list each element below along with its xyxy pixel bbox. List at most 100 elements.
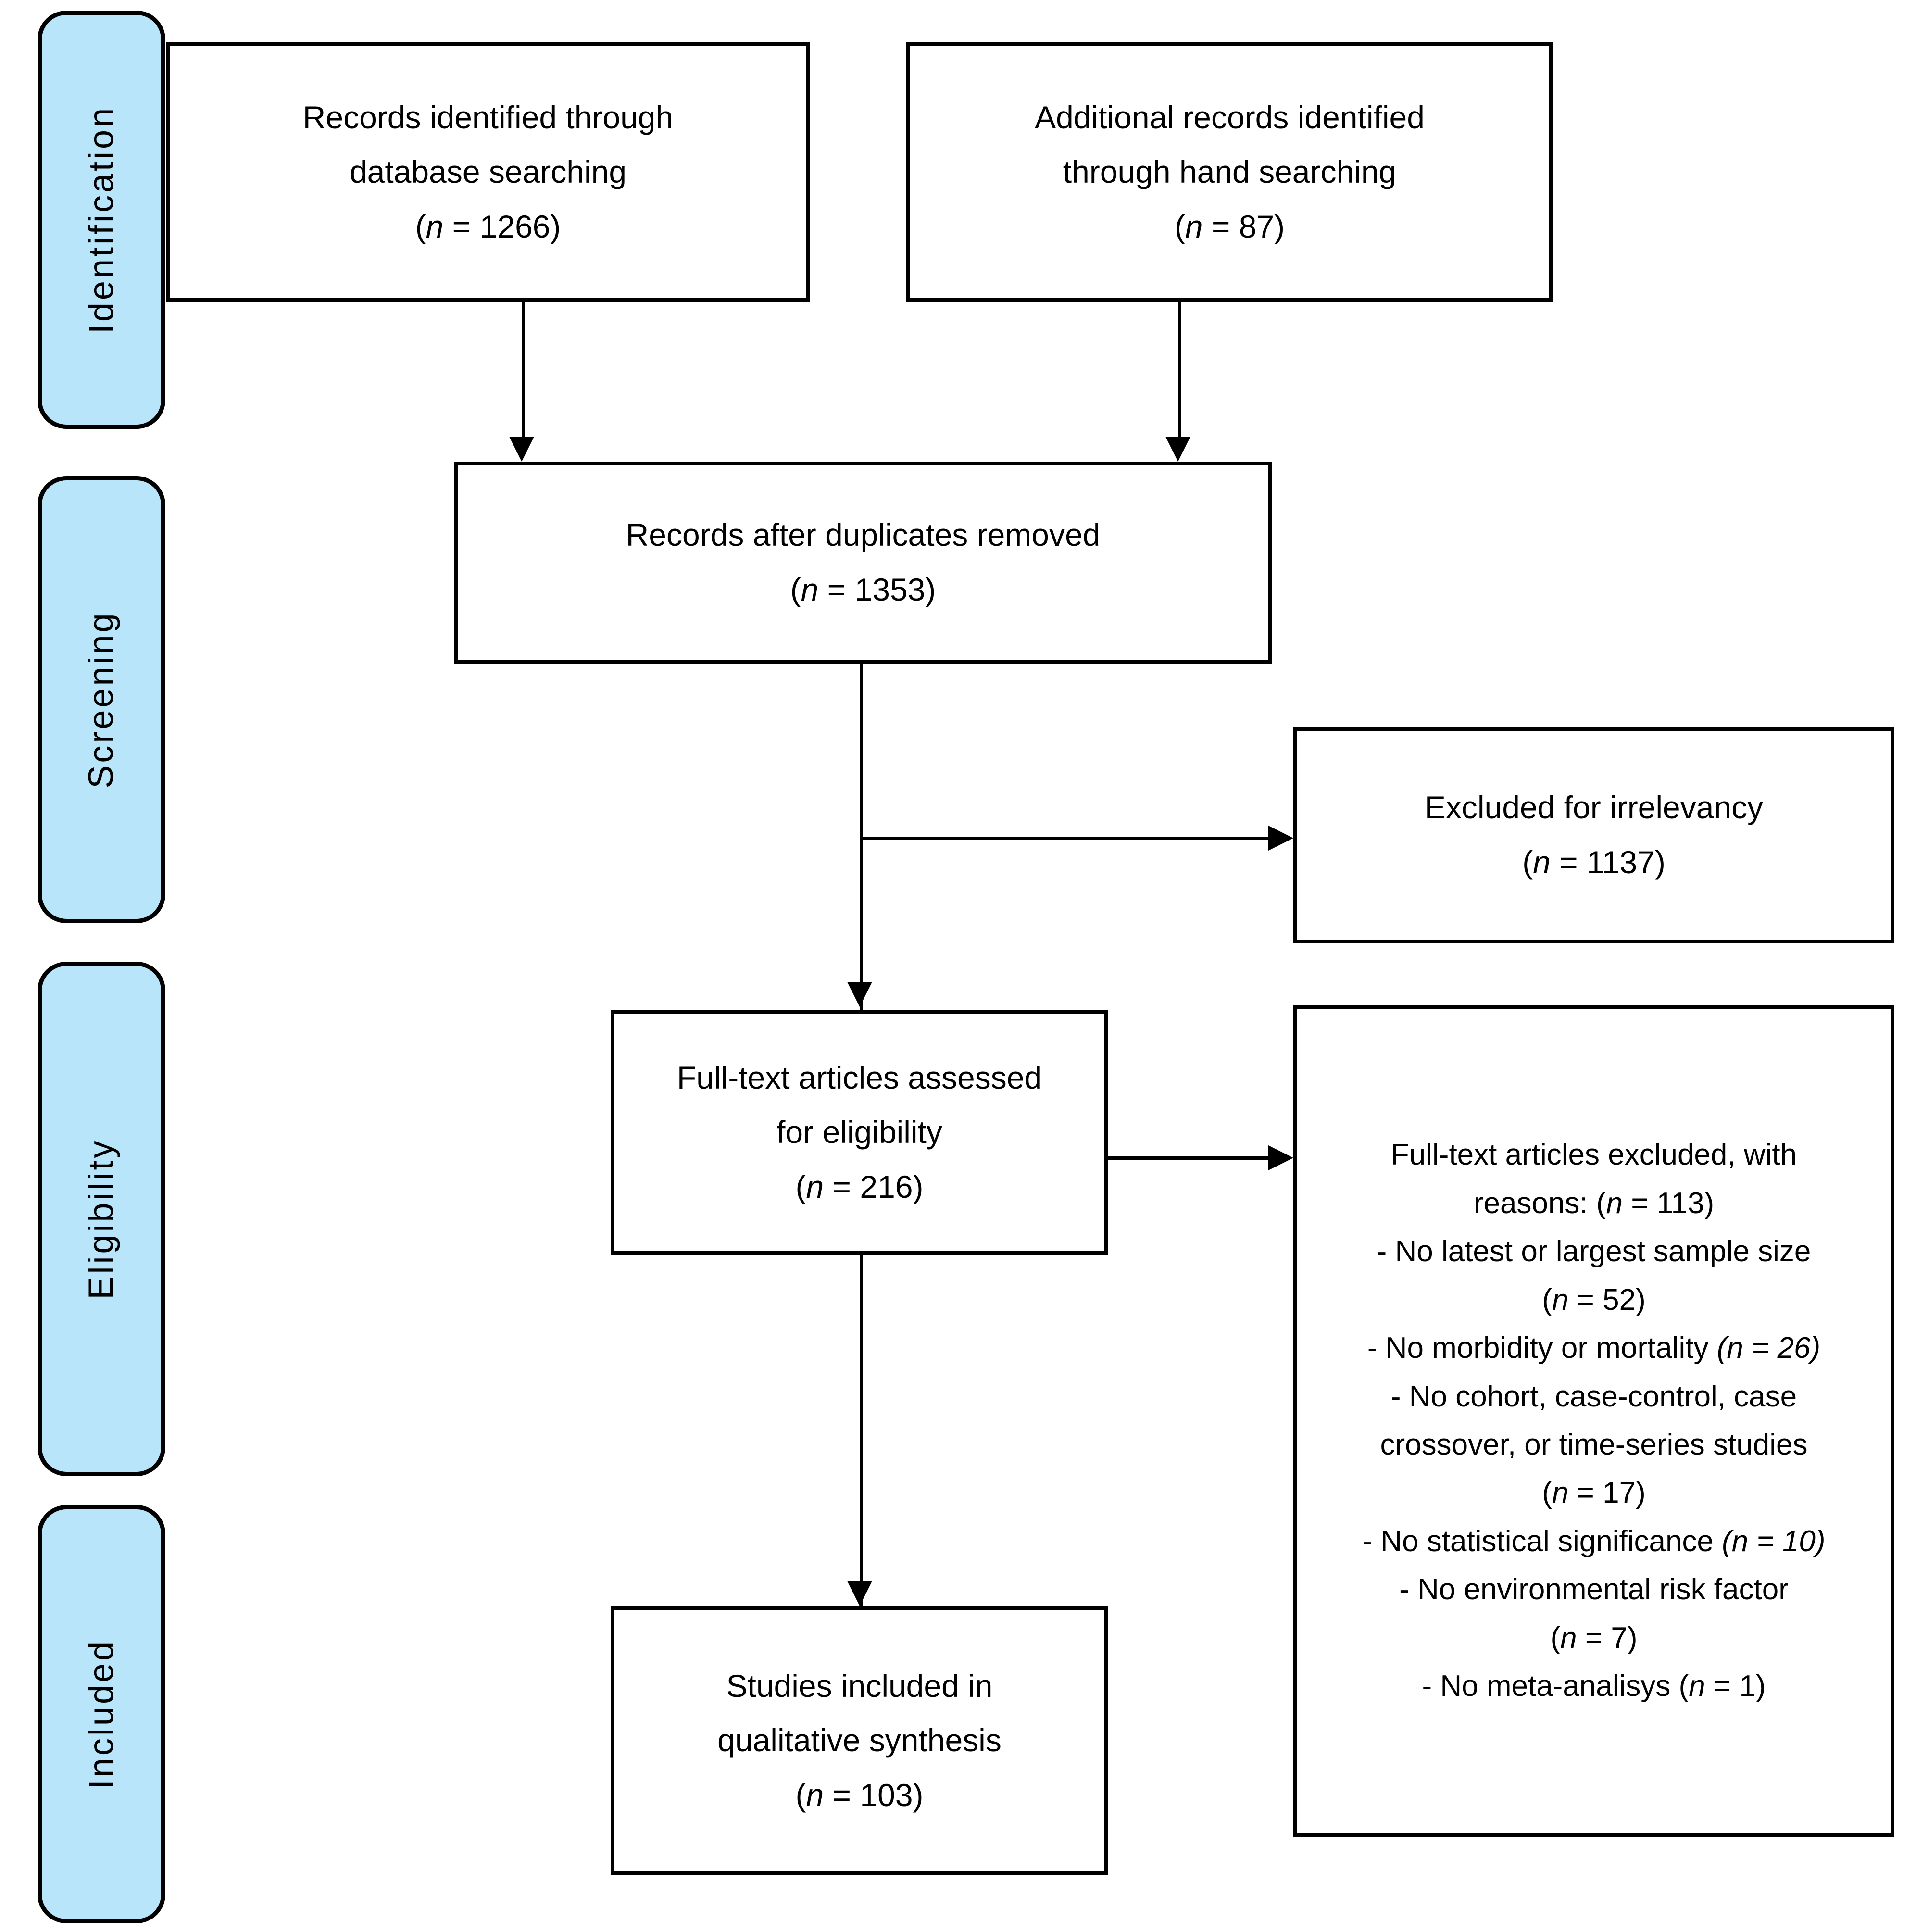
count-value: 216 (860, 1168, 913, 1204)
count-n-symbol: n (806, 1777, 824, 1813)
stage-label-eligibility: Eligibility (82, 1138, 121, 1300)
arrowhead-hand-to-duplicates (1165, 437, 1190, 462)
count-n-symbol: n (1560, 1621, 1577, 1655)
reason-item-text-cont: crossover, or time-series studies (1380, 1428, 1808, 1461)
count-open-paren: ( (790, 572, 801, 607)
count-value: 1353 (854, 572, 926, 607)
count-value: 1266 (479, 208, 551, 244)
count-close-paren: ) (1815, 1524, 1826, 1558)
reason-item-text: - No cohort, case-control, case (1390, 1380, 1797, 1413)
box-line-2: through hand searching (1063, 154, 1397, 190)
box-count: (n = 1266) (415, 200, 561, 254)
box-excluded-for-irrelevancy: Excluded for irrelevancy (n = 1137) (1293, 727, 1894, 943)
arrowhead-duplicates-to-fulltext (847, 982, 872, 1007)
count-open-paren: ( (1174, 208, 1185, 244)
reason-item-text-with-count: - No morbidity or mortality (n = 26) (1367, 1324, 1820, 1372)
reasons-heading-equals: = (1622, 1186, 1657, 1220)
stage-pill-screening: Screening (38, 476, 165, 923)
reason-item-text: - No meta-analisys (1422, 1669, 1679, 1703)
box-records-after-duplicates-removed: Records after duplicates removed (n = 13… (454, 462, 1272, 664)
box-count: (n = 1137) (1522, 835, 1666, 890)
count-equals: = (1743, 1331, 1778, 1365)
stage-pill-eligibility: Eligibility (38, 962, 165, 1476)
box-count: (n = 87) (1175, 200, 1285, 254)
count-close-paren: ) (913, 1168, 924, 1204)
stage-label-identification: Identification (82, 105, 121, 334)
count-open-paren: ( (1550, 1621, 1561, 1655)
count-equals: = (1705, 1669, 1740, 1703)
count-close-paren: ) (1810, 1331, 1821, 1365)
box-line-1: Records identified through (302, 99, 674, 135)
count-equals: = (1748, 1524, 1782, 1558)
arrowhead-fulltext-to-included (847, 1581, 872, 1606)
reason-item-text-with-count: - No statistical significance (n = 10) (1362, 1518, 1825, 1566)
count-n-symbol: n (426, 208, 444, 244)
count-close-paren: ) (1636, 1283, 1646, 1317)
count-equals: = (1568, 1476, 1603, 1510)
count-equals: = (824, 1168, 860, 1204)
count-value: 87 (1239, 208, 1275, 244)
reasons-heading-line-2: reasons: (n = 113) (1474, 1179, 1714, 1228)
reasons-heading-n-symbol: n (1606, 1186, 1623, 1220)
count-equals: = (818, 572, 855, 607)
box-line-1: Excluded for irrelevancy (1424, 790, 1764, 826)
count-open-paren: ( (1716, 1331, 1727, 1365)
connector-hand-to-duplicates (1178, 302, 1181, 441)
reason-item-count: (n = 17) (1542, 1469, 1645, 1517)
box-studies-included-qualitative-synthesis: Studies included in qualitative synthesi… (611, 1606, 1108, 1875)
count-close-paren: ) (550, 208, 561, 244)
count-value: 103 (860, 1777, 913, 1813)
count-open-paren: ( (1542, 1476, 1552, 1510)
count-n-symbol: n (1185, 208, 1203, 244)
count-value: 17 (1603, 1476, 1636, 1510)
stage-label-screening: Screening (82, 611, 121, 789)
count-close-paren: ) (1755, 1669, 1766, 1703)
connector-fulltext-to-included (860, 1255, 863, 1606)
count-equals: = (824, 1777, 860, 1813)
count-n-symbol: n (1727, 1331, 1743, 1365)
count-equals: = (1568, 1283, 1603, 1317)
count-n-symbol: n (1552, 1476, 1569, 1510)
count-close-paren: ) (1274, 208, 1285, 244)
count-open-paren: ( (1678, 1669, 1689, 1703)
count-close-paren: ) (1654, 844, 1666, 880)
count-n-symbol: n (1533, 844, 1551, 880)
count-value: 7 (1611, 1621, 1628, 1655)
count-close-paren: ) (925, 572, 936, 607)
count-value: 52 (1603, 1283, 1636, 1317)
count-open-paren: ( (795, 1168, 806, 1204)
count-equals: = (1202, 208, 1239, 244)
count-n-symbol: n (801, 572, 819, 607)
count-equals: = (443, 208, 480, 244)
count-equals: = (1577, 1621, 1611, 1655)
box-line-1: Studies included in (726, 1668, 993, 1704)
count-close-paren: ) (1627, 1621, 1638, 1655)
connector-fulltext-to-excluded-reasons (1108, 1156, 1268, 1160)
connector-trunk-to-excluded-irrelevancy (860, 837, 1268, 840)
reason-item-text-with-count: - No meta-analisys (n = 1) (1422, 1662, 1766, 1710)
box-line-2: database searching (349, 154, 627, 190)
box-line-1: Full-text articles assessed (676, 1059, 1042, 1095)
count-n-symbol: n (806, 1168, 824, 1204)
stage-label-included: Included (82, 1639, 121, 1790)
box-line-2: for eligibility (776, 1114, 942, 1150)
box-line-1: Records after duplicates removed (626, 517, 1101, 553)
reasons-heading-value: 113 (1656, 1186, 1704, 1220)
stage-pill-identification: Identification (38, 11, 165, 429)
reasons-heading-suffix: ) (1704, 1186, 1715, 1220)
box-records-database-searching: Records identified through database sear… (166, 42, 810, 302)
reasons-heading-line-1: Full-text articles excluded, with (1390, 1138, 1797, 1172)
reason-item-text: - No environmental risk factor (1399, 1573, 1789, 1606)
count-value: 1 (1739, 1669, 1756, 1703)
count-open-paren: ( (415, 208, 426, 244)
count-close-paren: ) (1636, 1476, 1646, 1510)
box-additional-records-hand-searching: Additional records identified through ha… (906, 42, 1553, 302)
count-open-paren: ( (1522, 844, 1533, 880)
arrowhead-db-to-duplicates (509, 437, 534, 462)
stage-pill-included: Included (38, 1505, 165, 1923)
box-line-1: Additional records identified (1035, 99, 1425, 135)
count-n-symbol: n (1552, 1283, 1569, 1317)
reason-item-text: - No latest or largest sample size (1377, 1235, 1811, 1268)
box-fulltext-articles-excluded-reasons: Full-text articles excluded, with reason… (1293, 1005, 1894, 1837)
